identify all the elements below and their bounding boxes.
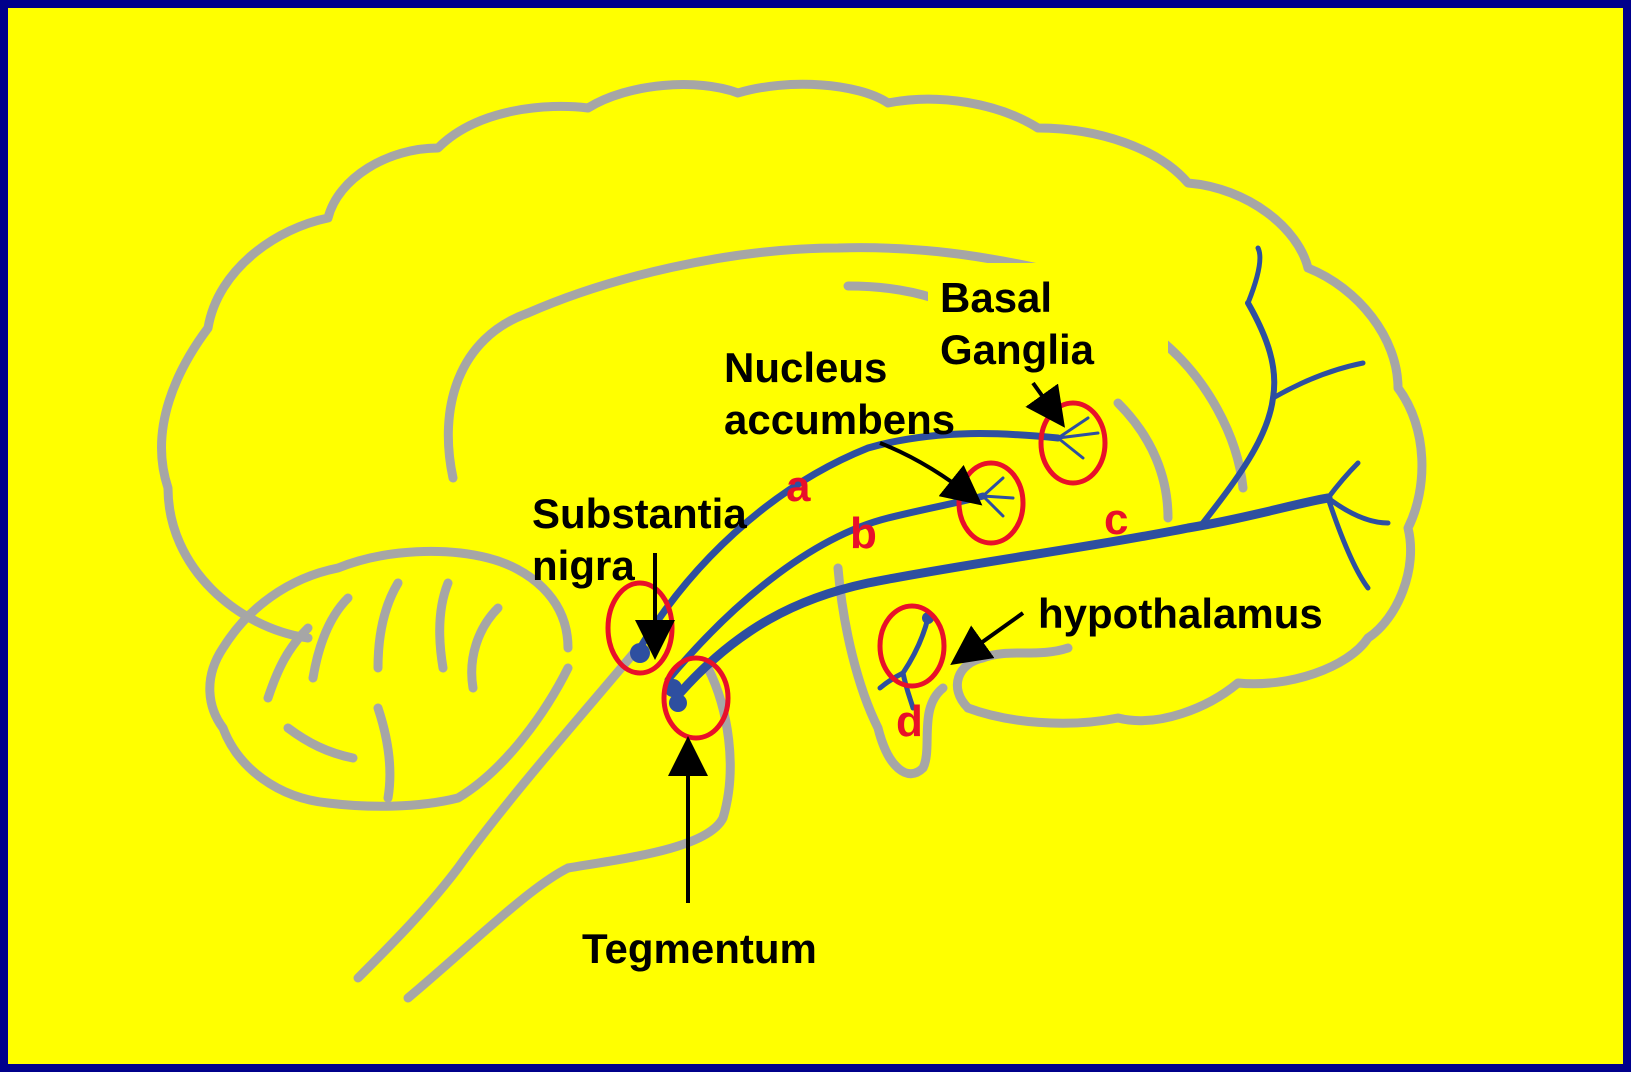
tegmentum-soma-2 [669,694,687,712]
pathway-c-branch-4 [1328,463,1388,588]
letter-c: c [1104,496,1128,544]
arrow-accumbens [880,443,973,498]
label-nucleus-accumbens: Nucleus accumbens [724,342,955,446]
highlight-hypothalamus [880,606,944,686]
pathway-d-hypothalamic [880,618,928,708]
label-tegmentum: Tegmentum [582,923,817,975]
letter-b: b [850,510,877,558]
label-substantia-nigra: Substantia nigra [532,488,747,592]
pathway-c-branch-1 [1203,303,1274,523]
brain-diagram [8,8,1623,1064]
basal-ganglia-terminal [1058,418,1098,458]
temporal-outline [957,648,1068,708]
inner-arc-2 [1158,338,1243,488]
label-hypothalamus: hypothalamus [1038,588,1323,640]
letter-d: d [896,698,923,746]
pathway-c-branch-3 [1248,248,1260,303]
accumbens-terminal [983,478,1013,516]
letter-a: a [786,463,810,511]
slide: Basal Ganglia Nucleus accumbens Substant… [8,8,1623,1064]
pathway-c-branch-2 [1273,363,1363,398]
substantia-nigra-soma [630,643,650,663]
thalamus-outline [838,568,943,774]
highlight-basal-ganglia [1041,403,1105,483]
cerebellum-folds [268,583,498,798]
label-basal-ganglia: Basal Ganglia [940,272,1094,376]
inner-arc-1 [848,286,933,298]
